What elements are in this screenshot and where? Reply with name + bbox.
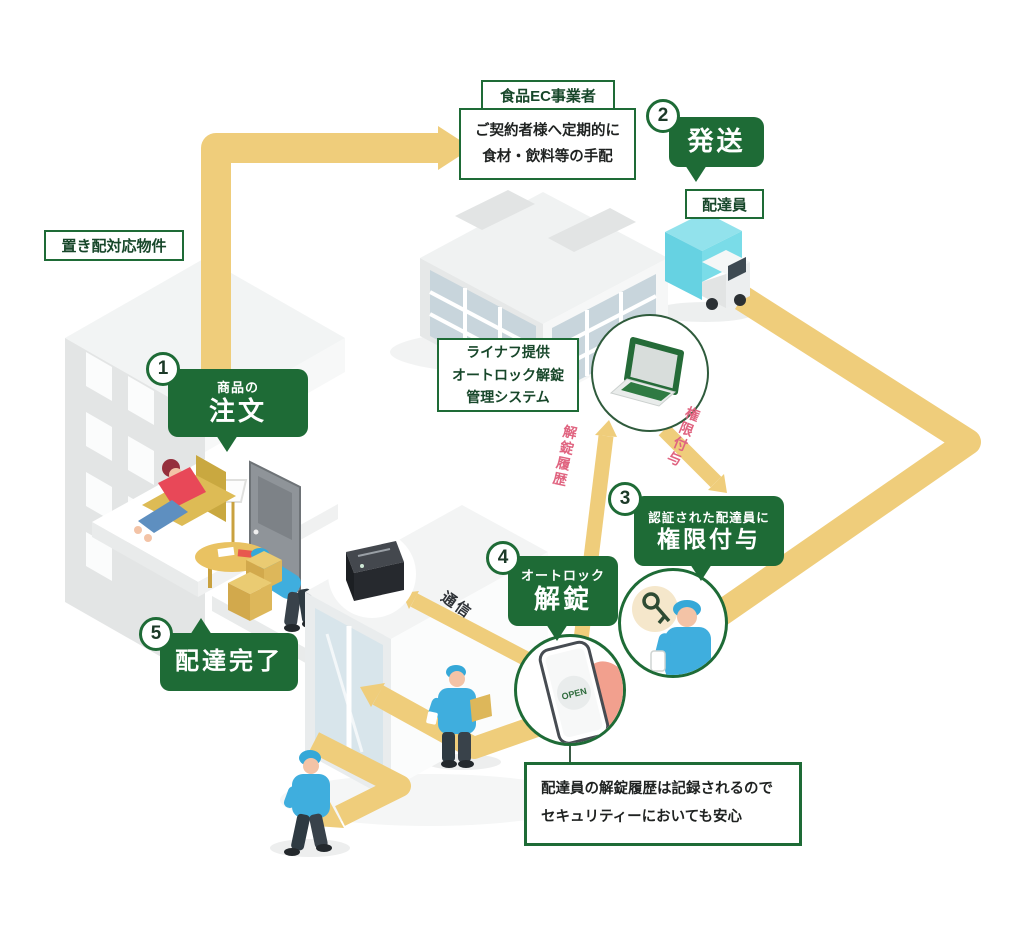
step-1-bubble-order: 商品の 注文 [168, 369, 308, 452]
food-ec-line1: ご契約者様へ定期的に [475, 122, 620, 139]
courier-with-key-icon [632, 586, 711, 675]
arrowhead-unlock-history [595, 420, 617, 437]
unlock-label: 解錠 [533, 583, 592, 614]
linough-line2: オートロック解錠 [452, 366, 564, 383]
arrowhead-enter-door [360, 683, 385, 707]
delivery-truck-icon [665, 212, 750, 310]
bubble-tail [546, 624, 568, 641]
arrowhead-to-food-ec [438, 126, 472, 170]
step-5-number: 5 [150, 623, 162, 644]
grant-sub-label: 認証された配達員に [648, 510, 770, 525]
step-1-badge: 1 [146, 352, 180, 386]
linough-system-box: ライナフ提供 オートロック解錠 管理システム [437, 338, 579, 412]
step-5-bubble-complete: 配達完了 [160, 618, 298, 691]
bubble-tail [190, 618, 212, 635]
bubble-tail [685, 165, 707, 182]
resident-on-armchair [134, 455, 236, 542]
smart-lock-device [328, 530, 416, 618]
step-4-badge: 4 [486, 541, 520, 575]
step-4-number: 4 [497, 547, 509, 568]
unlock-sub-label: オートロック [520, 567, 605, 583]
order-label: 注文 [208, 395, 267, 426]
step-3-bubble-grant: 認証された配達員に 権限付与 [634, 496, 784, 581]
key-icon [642, 592, 671, 625]
complete-label: 配達完了 [175, 648, 283, 676]
step-2-bubble-shipping: 発送 [669, 117, 764, 182]
note-line1: 配達員の解錠履歴は記録されるので [541, 781, 773, 798]
step-2-number: 2 [657, 105, 669, 126]
food-ec-title-box: 食品EC事業者 [481, 80, 615, 110]
smartphone-unlock-circle: OPEN [514, 634, 626, 746]
linough-line3: 管理システム [466, 389, 550, 406]
property-label-box: 置き配対応物件 [44, 230, 184, 261]
linough-line1: ライナフ提供 [466, 344, 550, 361]
food-ec-line2: 食材・飲料等の手配 [482, 149, 613, 165]
flow-paths [201, 126, 981, 828]
step-2-badge: 2 [646, 99, 680, 133]
smart-lock-icon [346, 541, 404, 601]
bubble-tail [216, 435, 238, 452]
step-5-badge: 5 [139, 617, 173, 651]
note-line2: セキュリティーにおいても安心 [541, 809, 742, 825]
delivery-person-at-door [426, 665, 492, 768]
smartphone-open-icon: OPEN [538, 640, 623, 743]
courier-label: 配達員 [701, 196, 747, 214]
laptop-icon [609, 337, 684, 407]
property-label: 置き配対応物件 [61, 238, 167, 255]
courier-label-box: 配達員 [685, 189, 764, 219]
grant-label: 権限付与 [657, 525, 761, 552]
step-1-number: 1 [157, 358, 169, 379]
food-ec-title: 食品EC事業者 [500, 87, 596, 105]
package-boxes-icon [228, 551, 282, 621]
security-note-box: 配達員の解錠履歴は記録されるので セキュリティーにおいても安心 [524, 762, 802, 846]
authenticated-courier-circle [618, 568, 728, 678]
step-4-bubble-unlock: オートロック 解錠 [508, 556, 618, 641]
step-3-number: 3 [619, 488, 631, 509]
food-ec-description-box: ご契約者様へ定期的に 食材・飲料等の手配 [459, 108, 636, 180]
bubble-tail [690, 564, 712, 581]
arrowhead-grant-auth [708, 474, 727, 493]
order-sub-label: 商品の [216, 379, 259, 395]
management-system-circle [591, 314, 709, 432]
shipping-label: 発送 [687, 126, 746, 157]
step-3-badge: 3 [608, 482, 642, 516]
delivery-person-leaving [283, 750, 332, 856]
